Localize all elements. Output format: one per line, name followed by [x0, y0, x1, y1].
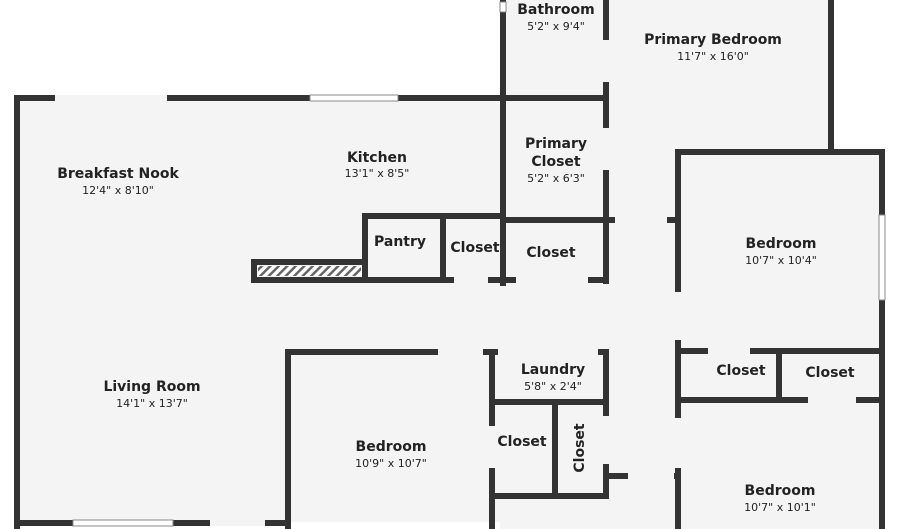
room-name: Breakfast Nook: [57, 166, 179, 182]
room-dims: 10'9" x 10'7": [355, 457, 427, 470]
room-name-line2: Closet: [531, 154, 581, 170]
room-name: Closet: [497, 434, 547, 450]
floor-primary-closet: [504, 100, 606, 222]
room-name: Closet: [805, 365, 855, 381]
room-name: Laundry: [521, 362, 585, 378]
room-name: Kitchen: [347, 150, 407, 166]
room-dims: 13'1" x 8'5": [345, 167, 410, 180]
room-name: Closet: [716, 363, 766, 379]
room-dims: 10'7" x 10'1": [744, 501, 816, 514]
room-dims: 5'2" x 9'4": [527, 20, 585, 33]
room-name: Closet: [450, 240, 500, 256]
room-dims: 14'1" x 13'7": [116, 397, 188, 410]
room-name: Bedroom: [356, 439, 427, 455]
room-dims: 5'8" x 2'4": [524, 380, 582, 393]
room-name: Primary: [525, 136, 587, 152]
room-name: Closet: [526, 245, 576, 261]
room-name: Bathroom: [517, 2, 595, 18]
room-dims: 12'4" x 8'10": [82, 184, 154, 197]
room-name: Bedroom: [746, 236, 817, 252]
room-dims: 5'2" x 6'3": [527, 172, 585, 185]
floor-fills: [19, 0, 881, 529]
openings: [55, 1, 886, 527]
floor-bedroom-right: [681, 153, 881, 529]
room-name: Bedroom: [745, 483, 816, 499]
floor-bathroom: [504, 0, 606, 97]
room-name: Primary Bedroom: [644, 32, 782, 48]
kitchen-counter: [258, 266, 361, 276]
room-name: Pantry: [374, 234, 426, 250]
room-dims: 10'7" x 10'4": [745, 254, 817, 267]
floor-main: [19, 100, 504, 522]
room-name: Closet: [572, 423, 588, 473]
room-name: Living Room: [103, 379, 200, 395]
room-labels: Bathroom 5'2" x 9'4" Primary Bedroom 11'…: [57, 2, 855, 514]
room-dims: 11'7" x 16'0": [677, 50, 749, 63]
